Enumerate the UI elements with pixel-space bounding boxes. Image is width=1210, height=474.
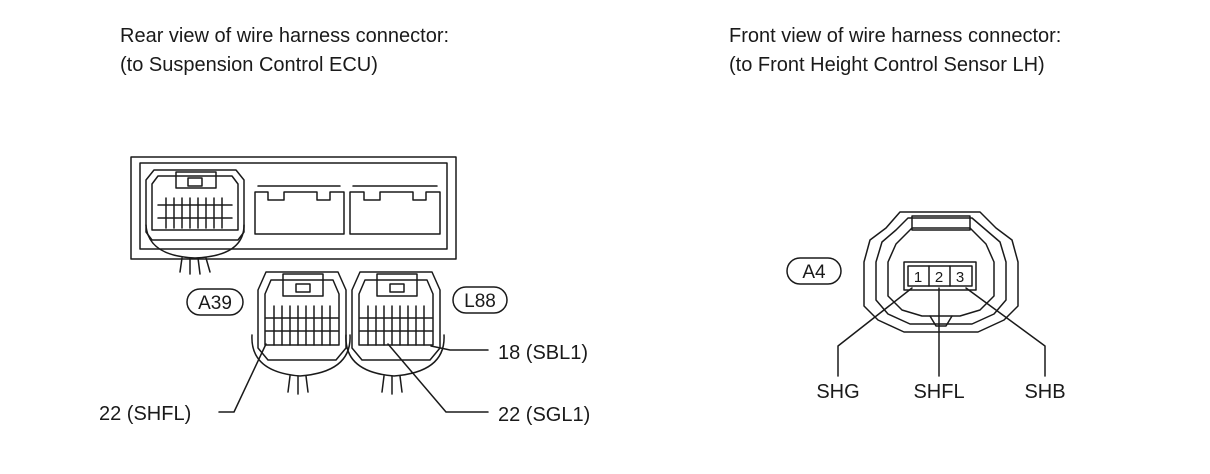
leader-shg (837, 287, 913, 377)
leader-sbl1 (430, 345, 489, 351)
badge-l88: L88 (452, 286, 508, 314)
label-shg: SHG (816, 381, 859, 403)
label-sgl1: 22 (SGL1) (498, 404, 590, 426)
label-shfl: 22 (SHFL) (99, 403, 191, 425)
harness-connector-l88 (345, 271, 445, 395)
badge-l88-text: L88 (464, 291, 496, 312)
badge-a4: A4 (786, 257, 842, 285)
badge-a4-text: A4 (802, 262, 826, 283)
ecu-housing (130, 156, 457, 260)
left-caption-line2: (to Suspension Control ECU) (120, 54, 378, 76)
leader-shfl (218, 343, 267, 413)
right-caption: Front view of wire harness connector: (t… (729, 22, 1061, 80)
right-caption-line1: Front view of wire harness connector: (729, 25, 1062, 47)
leader-sgl1 (387, 343, 489, 413)
label-shb: SHB (1024, 381, 1065, 403)
badge-a39-text: A39 (198, 293, 232, 314)
sensor-connector-a4 (863, 211, 1019, 333)
right-caption-line2: (to Front Height Control Sensor LH) (729, 54, 1045, 76)
left-caption: Rear view of wire harness connector: (to… (120, 22, 449, 80)
pin-1-text: 1 (914, 269, 922, 286)
label-shfl-sensor: SHFL (913, 381, 964, 403)
leader-shb (965, 287, 1046, 377)
badge-a39: A39 (186, 288, 244, 316)
pin-3-text: 3 (956, 269, 964, 286)
harness-connector-a39 (251, 271, 351, 395)
left-caption-line1: Rear view of wire harness connector: (120, 25, 450, 47)
a39-harness (145, 224, 245, 275)
label-sbl1: 18 (SBL1) (498, 342, 588, 364)
pin-2-text: 2 (935, 269, 943, 286)
